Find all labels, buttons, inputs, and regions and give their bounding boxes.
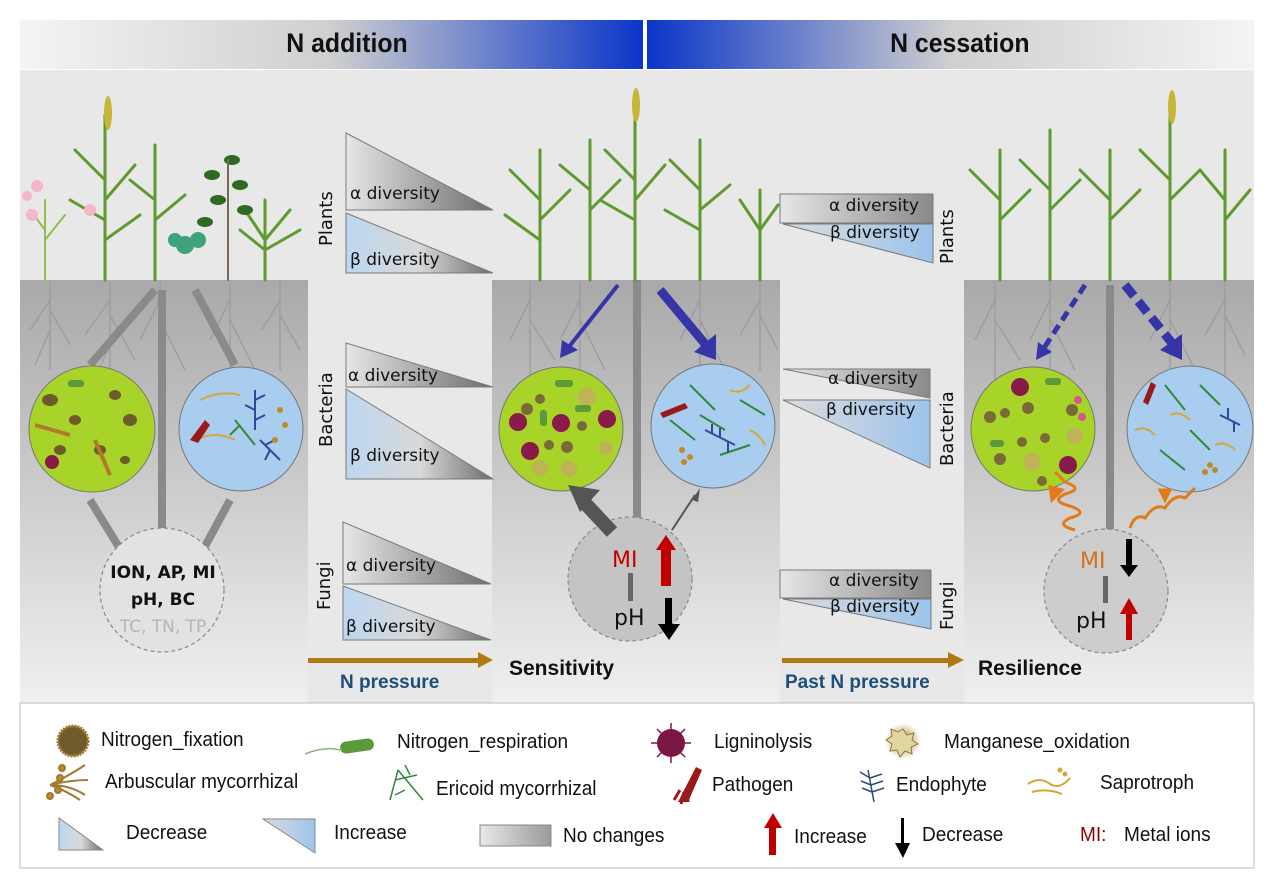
beta-diversity-bacteria-cessation: β diversity — [826, 400, 916, 420]
diversity-shapes-n-cessation — [779, 193, 934, 630]
header-title-n-addition: N addition — [286, 28, 408, 58]
group-label-fungi-n-addition: Fungi — [314, 561, 335, 610]
past-n-pressure-label: Past N pressure — [785, 672, 930, 693]
diversity-triangles-n-addition — [342, 132, 495, 641]
legend-label-red-increase: Increase — [794, 826, 867, 848]
beta-diversity-fungi-cessation: β diversity — [830, 597, 920, 617]
header-bar-right — [647, 20, 1254, 69]
black-down-arrow-icon — [1120, 539, 1138, 577]
legend-label-saprotroph: Saprotroph — [1100, 772, 1195, 794]
n-pressure-label: N pressure — [340, 672, 440, 693]
ligninolysis-icon — [651, 723, 691, 763]
plant-to-microbe-arrows-resilience — [1036, 282, 1182, 360]
soil-to-microbe-arrows-sensitivity — [568, 485, 700, 537]
fungi-circle-sensitivity — [650, 363, 776, 489]
bacteria-circle-sensitivity — [498, 366, 624, 492]
mi-label-sensitivity: MI — [612, 548, 638, 573]
black-down-arrow-icon — [658, 598, 680, 640]
beta-diversity-bacteria: β diversity — [350, 446, 440, 466]
alpha-diversity-bacteria-cessation: α diversity — [828, 369, 918, 389]
ph-label-resilience: pH — [1076, 609, 1107, 634]
legend-label-ligninolysis: Ligninolysis — [714, 731, 813, 753]
alpha-diversity-plants-cessation: α diversity — [829, 196, 919, 216]
red-up-arrow-icon — [1120, 598, 1138, 640]
alpha-diversity-fungi-cessation: α diversity — [829, 571, 919, 591]
sensitivity-label: Sensitivity — [509, 657, 615, 680]
black-down-arrow-icon — [895, 818, 910, 858]
endophyte-icon — [859, 769, 885, 803]
bacteria-circle-baseline — [28, 365, 156, 493]
red-up-arrow-icon — [764, 813, 782, 855]
legend-label-black-decrease: Decrease — [922, 824, 1004, 846]
legend-label-arbuscular-mycorrhizal: Arbuscular mycorrhizal — [105, 771, 299, 793]
alpha-diversity-fungi: α diversity — [346, 556, 436, 576]
group-label-plants-n-addition: Plants — [316, 191, 337, 246]
legend-mi-key: MI: — [1080, 824, 1107, 846]
ph-label-sensitivity: pH — [614, 606, 645, 631]
bacteria-circle-resilience — [970, 366, 1096, 492]
legend-label-decrease-triangle: Decrease — [126, 822, 208, 844]
header-bar-left — [20, 20, 643, 69]
beta-diversity-fungi: β diversity — [346, 617, 436, 637]
nitrogen-respiration-icon — [304, 738, 374, 755]
red-up-arrow-icon — [656, 535, 676, 586]
soil-factors-line-1: ION, AP, MI — [110, 563, 216, 583]
plants-icon — [22, 88, 1252, 282]
arbuscular-mycorrhizal-icon — [46, 764, 89, 801]
legend-label-endophyte: Endophyte — [896, 774, 987, 796]
pathogen-icon — [672, 767, 702, 805]
alpha-diversity-bacteria: α diversity — [348, 366, 438, 386]
group-label-plants-n-cessation: Plants — [937, 209, 958, 264]
plant-to-microbe-arrows-sensitivity — [560, 283, 716, 360]
soil-factors-line-3: TC, TN, TP — [119, 617, 207, 637]
no-change-bar-icon — [479, 824, 552, 847]
group-label-bacteria-n-addition: Bacteria — [316, 372, 337, 447]
legend-label-ericoid-mycorrhizal: Ericoid mycorrhizal — [436, 778, 597, 800]
legend-label-pathogen: Pathogen — [712, 774, 794, 796]
fungi-circle-resilience — [1126, 365, 1254, 493]
decrease-triangle-icon — [58, 817, 105, 851]
saprotroph-icon — [1027, 767, 1071, 795]
alpha-diversity-plants: α diversity — [350, 184, 440, 204]
group-label-bacteria-n-cessation: Bacteria — [937, 391, 958, 466]
soil-factor-circle-baseline — [99, 527, 225, 653]
ericoid-mycorrhizal-icon — [389, 764, 424, 801]
past-n-pressure-arrow — [782, 652, 964, 668]
increase-triangle-icon — [261, 818, 316, 854]
beta-diversity-plants-cessation: β diversity — [830, 223, 920, 243]
legend-mi-value: Metal ions — [1124, 824, 1211, 846]
nitrogen-fixation-icon — [56, 724, 90, 758]
legend-label-nitrogen-respiration: Nitrogen_respiration — [397, 731, 569, 753]
legend-label-nitrogen-fixation: Nitrogen_fixation — [101, 729, 244, 751]
legend-label-manganese-oxidation: Manganese_oxidation — [944, 731, 1130, 753]
header-title-n-cessation: N cessation — [890, 28, 1030, 58]
fungi-circle-baseline — [178, 366, 304, 492]
spring-arrows-resilience — [1048, 470, 1197, 532]
group-label-fungi-n-cessation: Fungi — [937, 581, 958, 630]
mi-label-resilience: MI — [1080, 549, 1106, 574]
manganese-oxidation-icon — [885, 723, 921, 759]
soil-factors-line-2: pH, BC — [130, 590, 196, 610]
legend-label-increase-triangle: Increase — [334, 822, 407, 844]
resilience-label: Resilience — [978, 657, 1082, 680]
n-pressure-arrow — [308, 652, 493, 668]
beta-diversity-plants: β diversity — [350, 250, 440, 270]
legend-label-no-changes: No changes — [563, 825, 665, 847]
